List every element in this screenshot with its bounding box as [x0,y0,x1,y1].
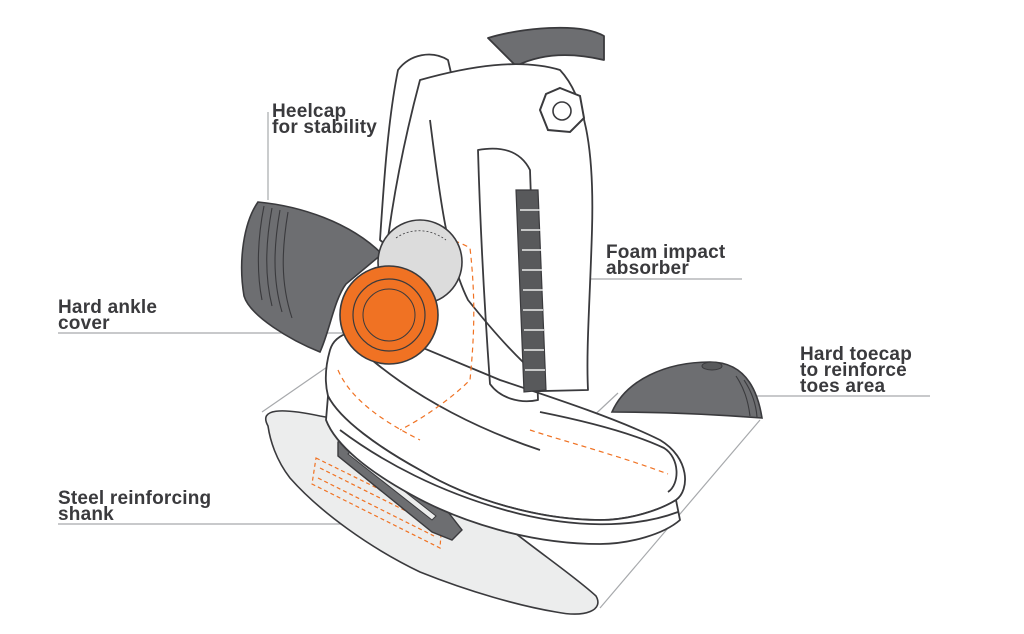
leader-insole-right [599,419,761,609]
boa-dial [538,86,586,134]
label-heelcap-line2: for stability [272,117,378,138]
leader-insole-left [261,364,331,413]
label-foam-line2: absorber [606,258,689,279]
label-ankle-line2: cover [58,313,110,334]
label-steel-shank: Steel reinforcing shank [58,488,212,525]
label-ankle-line1: Hard ankle [58,297,158,318]
label-shank-line2: shank [58,504,114,525]
boot-toe-panel [539,411,678,493]
orange-disc [339,265,439,365]
label-toecap-line2: to reinforce [800,360,907,381]
label-toecap-line1: Hard toecap [800,344,913,365]
boot-side-panel-lower [371,359,541,451]
label-heelcap-line1: Heelcap [272,101,347,122]
lace-ratchet [515,189,547,393]
boot-lace-panel [477,147,539,403]
boot-tongue-top [487,26,605,67]
hard-toecap [610,361,763,419]
label-foam-line1: Foam impact [606,242,726,263]
boot-orange-stitching [337,233,669,475]
boot-sole [325,395,681,545]
label-foam-impact-absorber: Foam impact absorber [606,242,726,279]
lace-ratchet-strip [515,189,547,393]
label-shank-line1: Steel reinforcing [58,488,212,509]
heelcap [240,201,384,354]
boot-sole-line [339,429,679,526]
hard-ankle-cover [339,265,439,365]
heelcap-shape [240,201,384,354]
toecap-shape [610,361,763,419]
label-heelcap: Heelcap for stability [272,101,378,138]
label-hard-ankle-cover: Hard ankle cover [58,297,158,334]
label-hard-toecap: Hard toecap to reinforce toes area [800,344,913,397]
label-toecap-line3: toes area [800,376,886,397]
boot-side-panel-upper [429,119,541,379]
